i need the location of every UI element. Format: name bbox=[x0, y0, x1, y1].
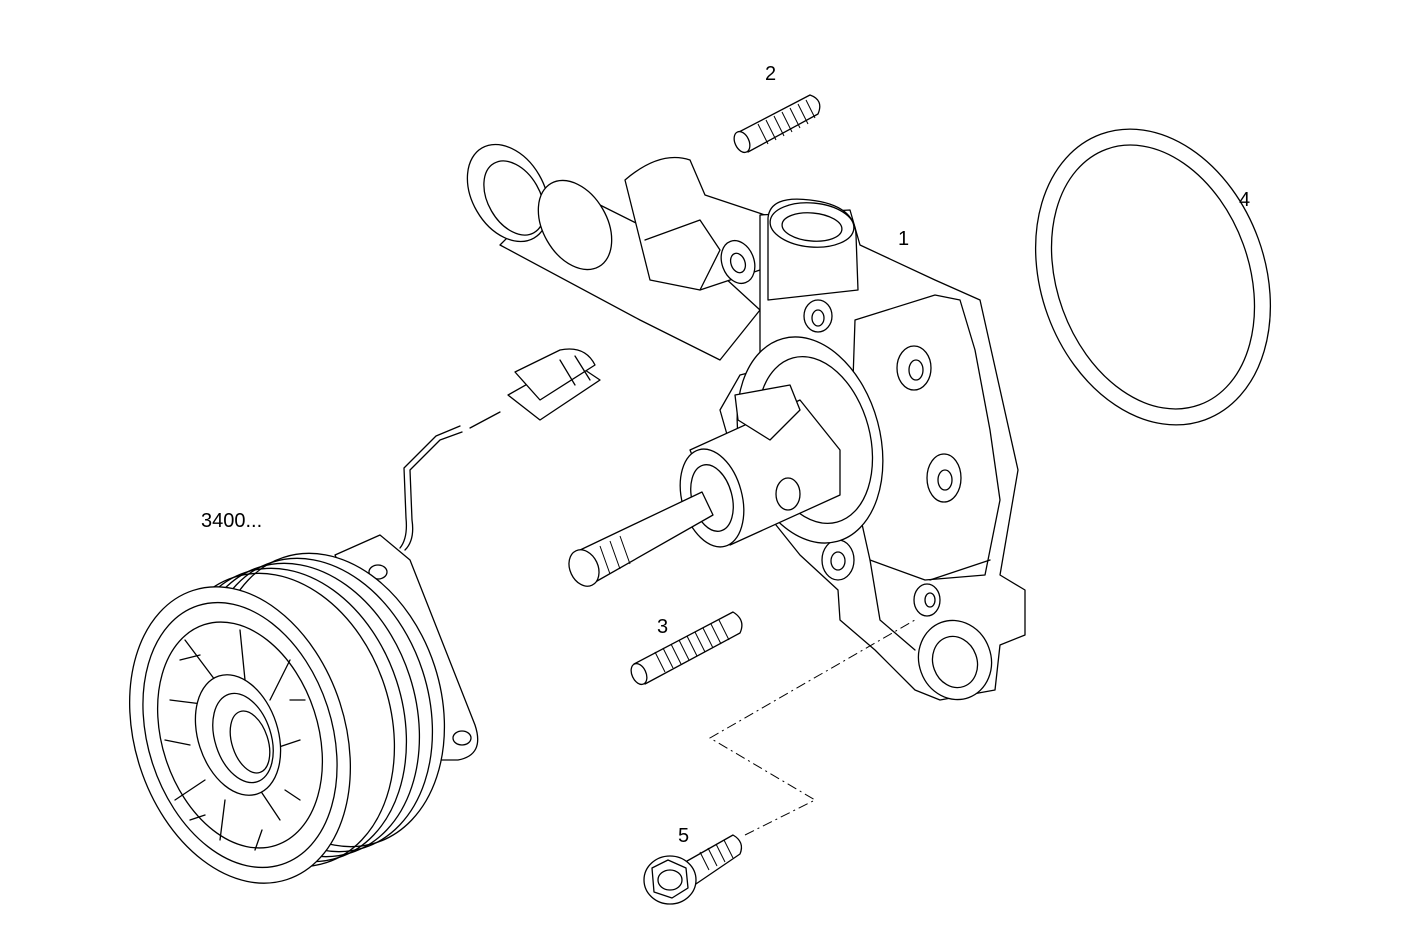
callout-pulley-clutch: 3400... bbox=[201, 510, 263, 532]
upper-stud[interactable] bbox=[731, 94, 821, 155]
callout-lower-stud: 3 bbox=[657, 616, 669, 638]
callout-pump-body: 1 bbox=[898, 228, 910, 250]
water-pump-body[interactable] bbox=[451, 130, 1026, 710]
callout-upper-stud: 2 bbox=[765, 63, 777, 85]
callout-flange-screw: 5 bbox=[678, 825, 690, 847]
flange-screw[interactable] bbox=[643, 834, 743, 905]
lower-stud[interactable] bbox=[628, 611, 743, 687]
callout-gasket-ring: 4 bbox=[1239, 189, 1251, 211]
gasket-ring[interactable] bbox=[996, 96, 1310, 458]
pulley-clutch-assembly[interactable] bbox=[93, 348, 601, 912]
